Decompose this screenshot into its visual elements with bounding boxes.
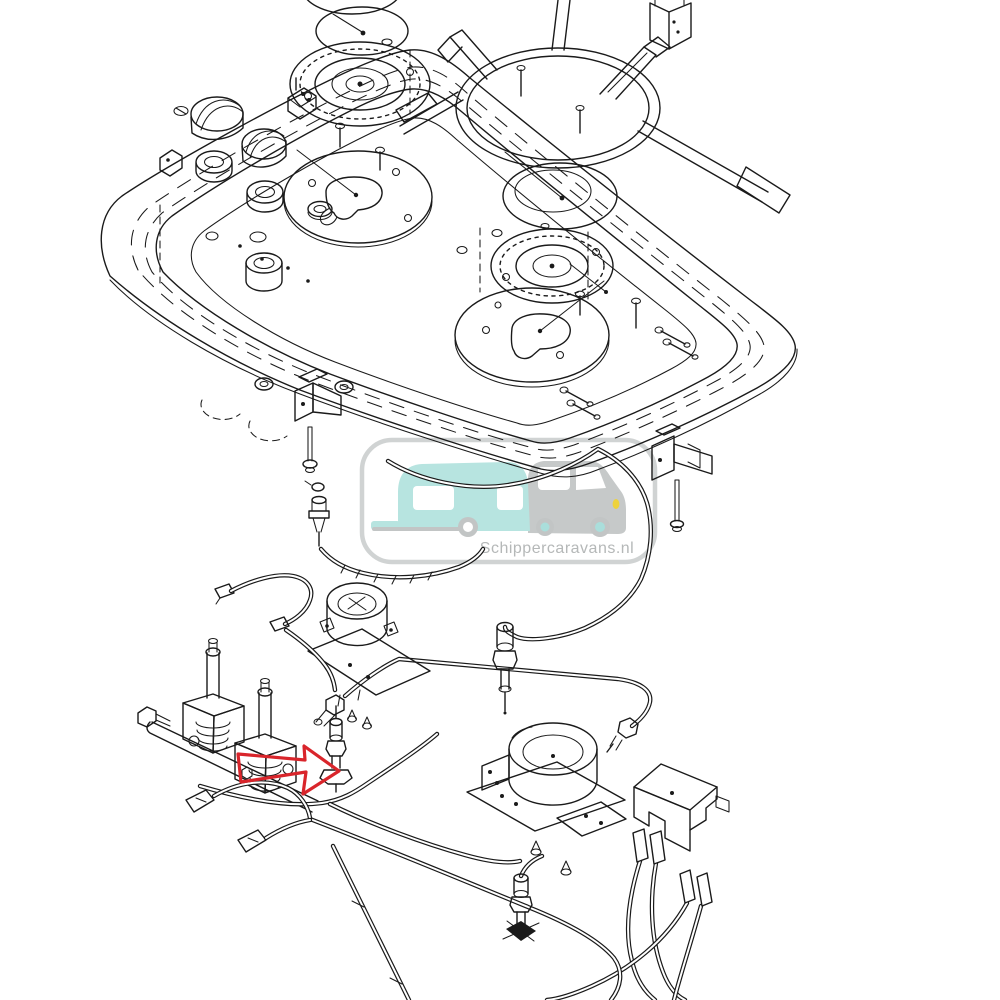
watermark-text: Schippercaravans.nl [480,540,634,557]
headlight-icon [612,499,620,509]
mounting-bracket-left [294,368,342,422]
burner-ring-large [490,228,614,304]
knob-bezel-2 [246,180,284,213]
pipe-union-nut [325,694,345,716]
clip [173,105,189,117]
clamp-plate [287,77,317,120]
elbow-gas-pipe [313,656,653,753]
pipe-union-nut [617,717,639,739]
burner-base-small [307,582,431,707]
baffle-plate [556,801,627,837]
burner-ring-small [289,41,431,127]
recessed-tray-panel [190,117,697,426]
gas-valve-2 [234,677,297,794]
fixing-bolt-right [669,479,685,533]
hob-underside-assembly [137,446,730,1000]
hob-top-exploded-view [100,49,798,478]
injector-jets [346,709,373,730]
ignition-electrode [492,621,518,715]
spark-plug [308,495,330,547]
small-nut [254,377,274,391]
burner-base-large [466,722,627,876]
mounting-bracket-right [651,423,713,481]
small-nut [334,380,354,394]
small-nut [456,245,468,255]
small-nut [205,231,219,241]
knob-bezel-1 [195,150,233,183]
gas-valve-1 [182,637,245,754]
hob-frame-rim [100,49,796,472]
grommet [307,200,333,221]
fixing-bolt-left [302,426,318,474]
small-nut [249,231,267,243]
ignition-unit-part [649,0,692,50]
burner-plate-right [454,280,642,388]
burner-cap-small [306,0,409,56]
spade-connectors-mid [214,573,338,693]
small-nut [491,228,503,238]
car-icon [528,461,626,537]
callout-arrow [236,744,341,796]
control-knob-1 [190,96,244,141]
igniter-box [633,763,730,852]
grommet-small [304,480,325,492]
branch-pipe [327,801,523,865]
burner-plate-left [283,122,433,248]
spacer-ring [245,252,283,292]
electrode-lower [502,873,540,942]
fixing-screws [559,326,699,420]
watermark: Schippercaravans.nl [359,437,658,565]
clamp-plate [159,149,183,177]
pan-support-trivet [395,0,791,214]
spade-connectors-lower [185,780,313,853]
connector-sleeves [632,828,713,907]
control-knob-2 [241,128,287,168]
